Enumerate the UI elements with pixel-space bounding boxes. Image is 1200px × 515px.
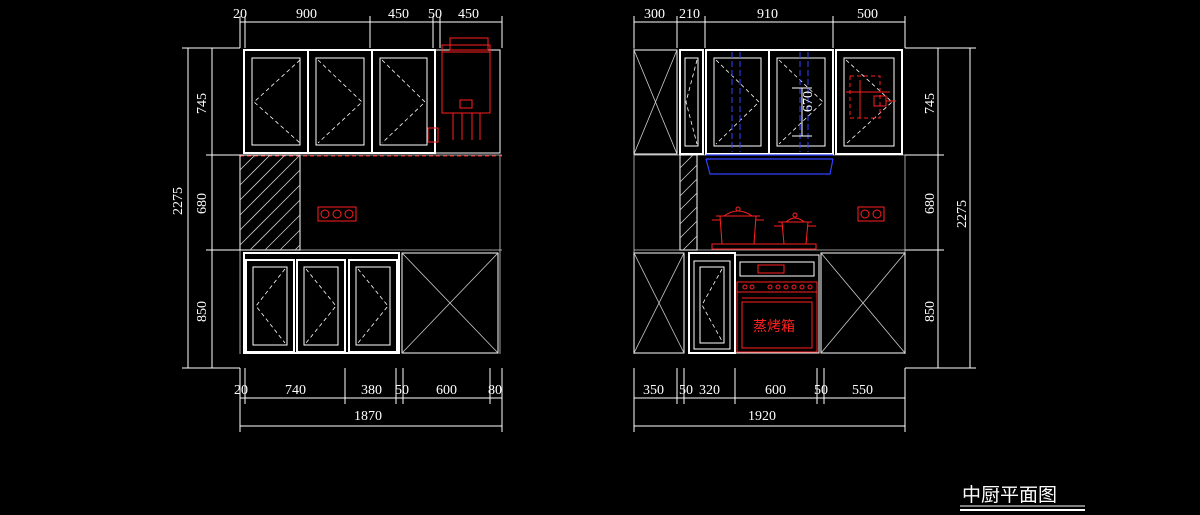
steam-oven-label: 蒸烤箱 [753, 319, 795, 335]
left-top-dim-2: 900 [296, 7, 317, 22]
right-upper-cabinets [633, 49, 903, 155]
gas-valve-icon [846, 75, 896, 119]
right-side-dimension: 745 680 850 2275 [905, 47, 976, 369]
right-side-dim-3: 850 [923, 301, 938, 322]
right-top-dim-1: 300 [644, 7, 665, 22]
left-side-dim-1: 745 [195, 93, 210, 114]
left-total-height: 2275 [171, 187, 186, 215]
right-bottom-dim-4: 600 [765, 383, 786, 398]
drawing-title-text: 中厨平面图 [962, 484, 1057, 506]
left-bottom-dim-3: 380 [361, 383, 382, 398]
right-total-width: 1920 [748, 409, 776, 424]
left-top-dim-3: 450 [388, 7, 409, 22]
left-bottom-dim-6: 80 [488, 383, 502, 398]
left-top-dim-5: 450 [458, 7, 479, 22]
left-bottom-dimension: 20 740 380 50 600 80 1870 [234, 368, 503, 432]
right-total-height: 2275 [955, 200, 970, 228]
left-bottom-dim-4: 50 [395, 383, 409, 398]
right-elevation: 300 210 910 500 745 680 850 2275 [633, 7, 976, 432]
left-top-dim-4: 50 [428, 7, 442, 22]
left-bottom-dim-2: 740 [285, 383, 306, 398]
right-side-dim-1: 745 [923, 93, 938, 114]
left-side-dimension: 2275 745 680 850 [171, 47, 240, 369]
drawing-title: 中厨平面图 [960, 484, 1085, 511]
right-lower-cabinets [633, 252, 906, 354]
right-top-dim-2: 210 [679, 7, 700, 22]
right-wall-outlet [857, 206, 885, 222]
left-top-dimension: 20 900 450 50 450 [233, 7, 503, 48]
right-bottom-dim-6: 550 [852, 383, 873, 398]
left-wall-outlet [317, 206, 357, 222]
right-bottom-dim-3: 320 [699, 383, 720, 398]
steam-oven: 蒸烤箱 [734, 254, 820, 354]
left-bottom-dim-1: 20 [234, 383, 248, 398]
right-bottom-dim-2: 50 [679, 383, 693, 398]
left-total-width: 1870 [354, 409, 382, 424]
right-bottom-dimension: 350 50 320 600 50 550 1920 [633, 368, 906, 432]
cooking-pots [711, 206, 817, 250]
left-elevation: 20 900 450 50 450 2275 745 680 850 [171, 7, 503, 432]
hood-dimension: 670 [801, 91, 816, 112]
range-hood: 670 [705, 52, 834, 175]
left-hatched-wall [239, 154, 301, 251]
left-side-dim-3: 850 [195, 301, 210, 322]
left-lower-cabinets [243, 252, 499, 354]
left-upper-cabinets [243, 49, 501, 154]
right-bottom-dim-1: 350 [643, 383, 664, 398]
left-top-dim-1: 20 [233, 7, 247, 22]
left-side-dim-2: 680 [195, 193, 210, 214]
right-top-dim-4: 500 [857, 7, 878, 22]
right-hatched-wall [679, 154, 698, 251]
right-top-dimension: 300 210 910 500 [633, 7, 906, 48]
right-bottom-dim-5: 50 [814, 383, 828, 398]
right-side-dim-2: 680 [923, 193, 938, 214]
left-bottom-dim-5: 600 [436, 383, 457, 398]
right-top-dim-3: 910 [757, 7, 778, 22]
